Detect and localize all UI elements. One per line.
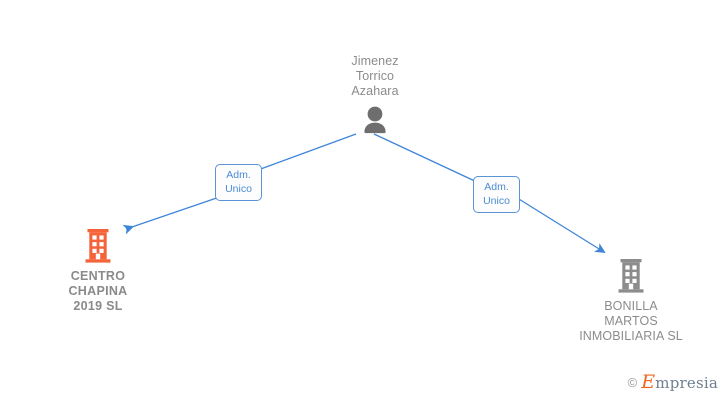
edge-label-adm-unico-right[interactable]: Adm. Unico bbox=[473, 176, 520, 213]
person-icon bbox=[318, 102, 432, 134]
edge-line-right-arrow bbox=[513, 195, 606, 254]
brand-wordmark: Empresia bbox=[641, 373, 718, 392]
person-name: Jimenez Torrico Azahara bbox=[351, 54, 399, 98]
company-name-bonilla-martos: BONILLA MARTOS INMOBILIARIA SL bbox=[579, 299, 683, 343]
empresia-logo[interactable]: © Empresia bbox=[628, 373, 718, 392]
brand-initial: E bbox=[641, 371, 656, 393]
company-node-centro-chapina[interactable]: CENTRO CHAPINA 2019 SL bbox=[40, 228, 156, 314]
company-node-bonilla-martos[interactable]: BONILLA MARTOS INMOBILIARIA SL bbox=[565, 258, 697, 344]
building-icon bbox=[40, 228, 156, 264]
building-icon bbox=[565, 258, 697, 294]
company-name-centro-chapina: CENTRO CHAPINA 2019 SL bbox=[68, 269, 128, 313]
edge-label-adm-unico-left[interactable]: Adm. Unico bbox=[215, 164, 262, 201]
person-node[interactable]: Jimenez Torrico Azahara bbox=[318, 54, 432, 134]
copyright-icon: © bbox=[627, 375, 638, 390]
brand-rest: mpresia bbox=[655, 374, 718, 392]
